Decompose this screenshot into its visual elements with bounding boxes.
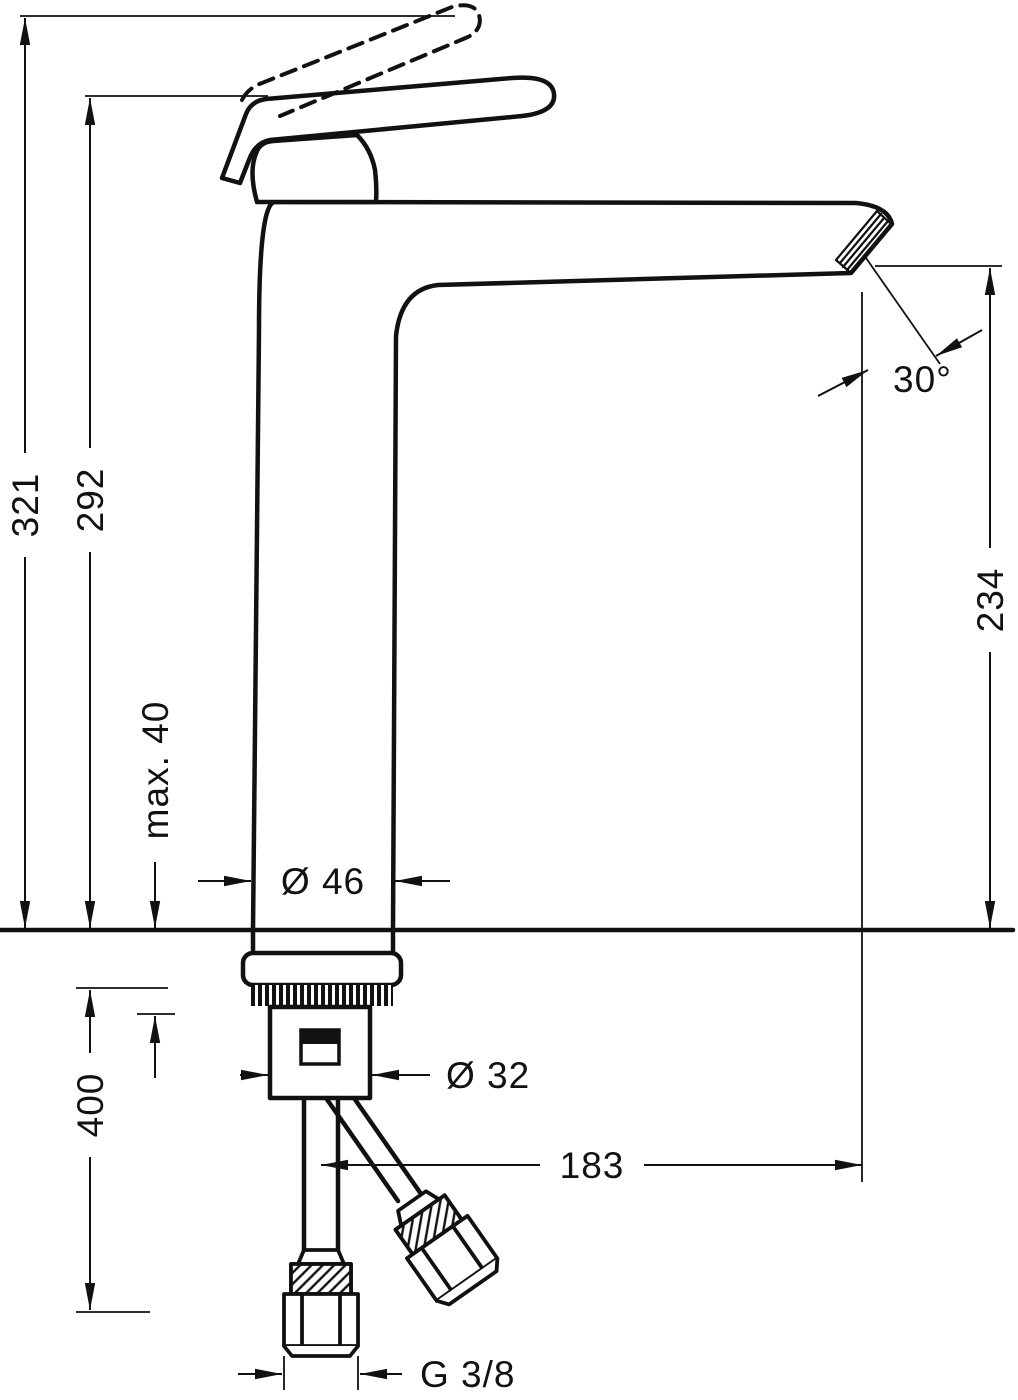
label-background (134, 690, 176, 850)
shank-clamp-detail (299, 1028, 341, 1066)
body-spout-outline (250, 199, 895, 933)
dim-max-counter-thickness: max. 40 (134, 690, 176, 1078)
arrow-line-right (935, 329, 983, 357)
dim-body-diameter: Ø 46 (198, 861, 450, 902)
dim-label-234: 234 (970, 568, 1011, 633)
label-background (540, 1143, 644, 1187)
dim-label-max40: max. 40 (135, 701, 176, 840)
dim-label-321: 321 (5, 473, 46, 538)
dim-spout-top-height: 292 (69, 95, 268, 928)
dim-label-400: 400 (70, 1073, 111, 1138)
dim-below-counter-length: 400 (69, 987, 168, 1313)
label-background (69, 448, 111, 552)
dim-label-183: 183 (560, 1145, 625, 1186)
aerator-hatch (834, 209, 892, 275)
dim-total-height: 321 (4, 15, 455, 928)
label-background (69, 1053, 111, 1157)
supply-hose-straight (301, 1095, 341, 1253)
dim-label-dia32: Ø 32 (446, 1055, 530, 1096)
arrow-line-left (817, 369, 869, 397)
dim-shank-diameter: Ø 32 (240, 1055, 530, 1096)
supply-hose-angled (323, 1095, 429, 1204)
label-background (4, 453, 46, 557)
faucet-outline (219, 3, 895, 933)
knurl-ring (251, 985, 393, 1006)
dim-spout-reach: 183 (321, 292, 863, 1187)
mounting-parts (240, 927, 506, 1358)
label-background (969, 548, 1011, 652)
hose-connector-angled (379, 1177, 506, 1311)
dim-hose-thread: G 3/8 (238, 1354, 516, 1395)
hose-connector-straight (282, 1248, 360, 1358)
handle-base (250, 132, 379, 205)
dim-label-30deg: 30° (893, 359, 952, 400)
dim-spout-angle: 30° (817, 257, 983, 400)
dim-outlet-height: 234 (875, 265, 1011, 928)
flow-direction-line (865, 257, 941, 365)
dim-label-dia46: Ø 46 (281, 861, 365, 902)
mounting-flange (240, 950, 404, 988)
dim-label-g38: G 3/8 (420, 1354, 516, 1395)
handle-raised-dashed (240, 3, 482, 118)
dim-label-292: 292 (70, 468, 111, 533)
